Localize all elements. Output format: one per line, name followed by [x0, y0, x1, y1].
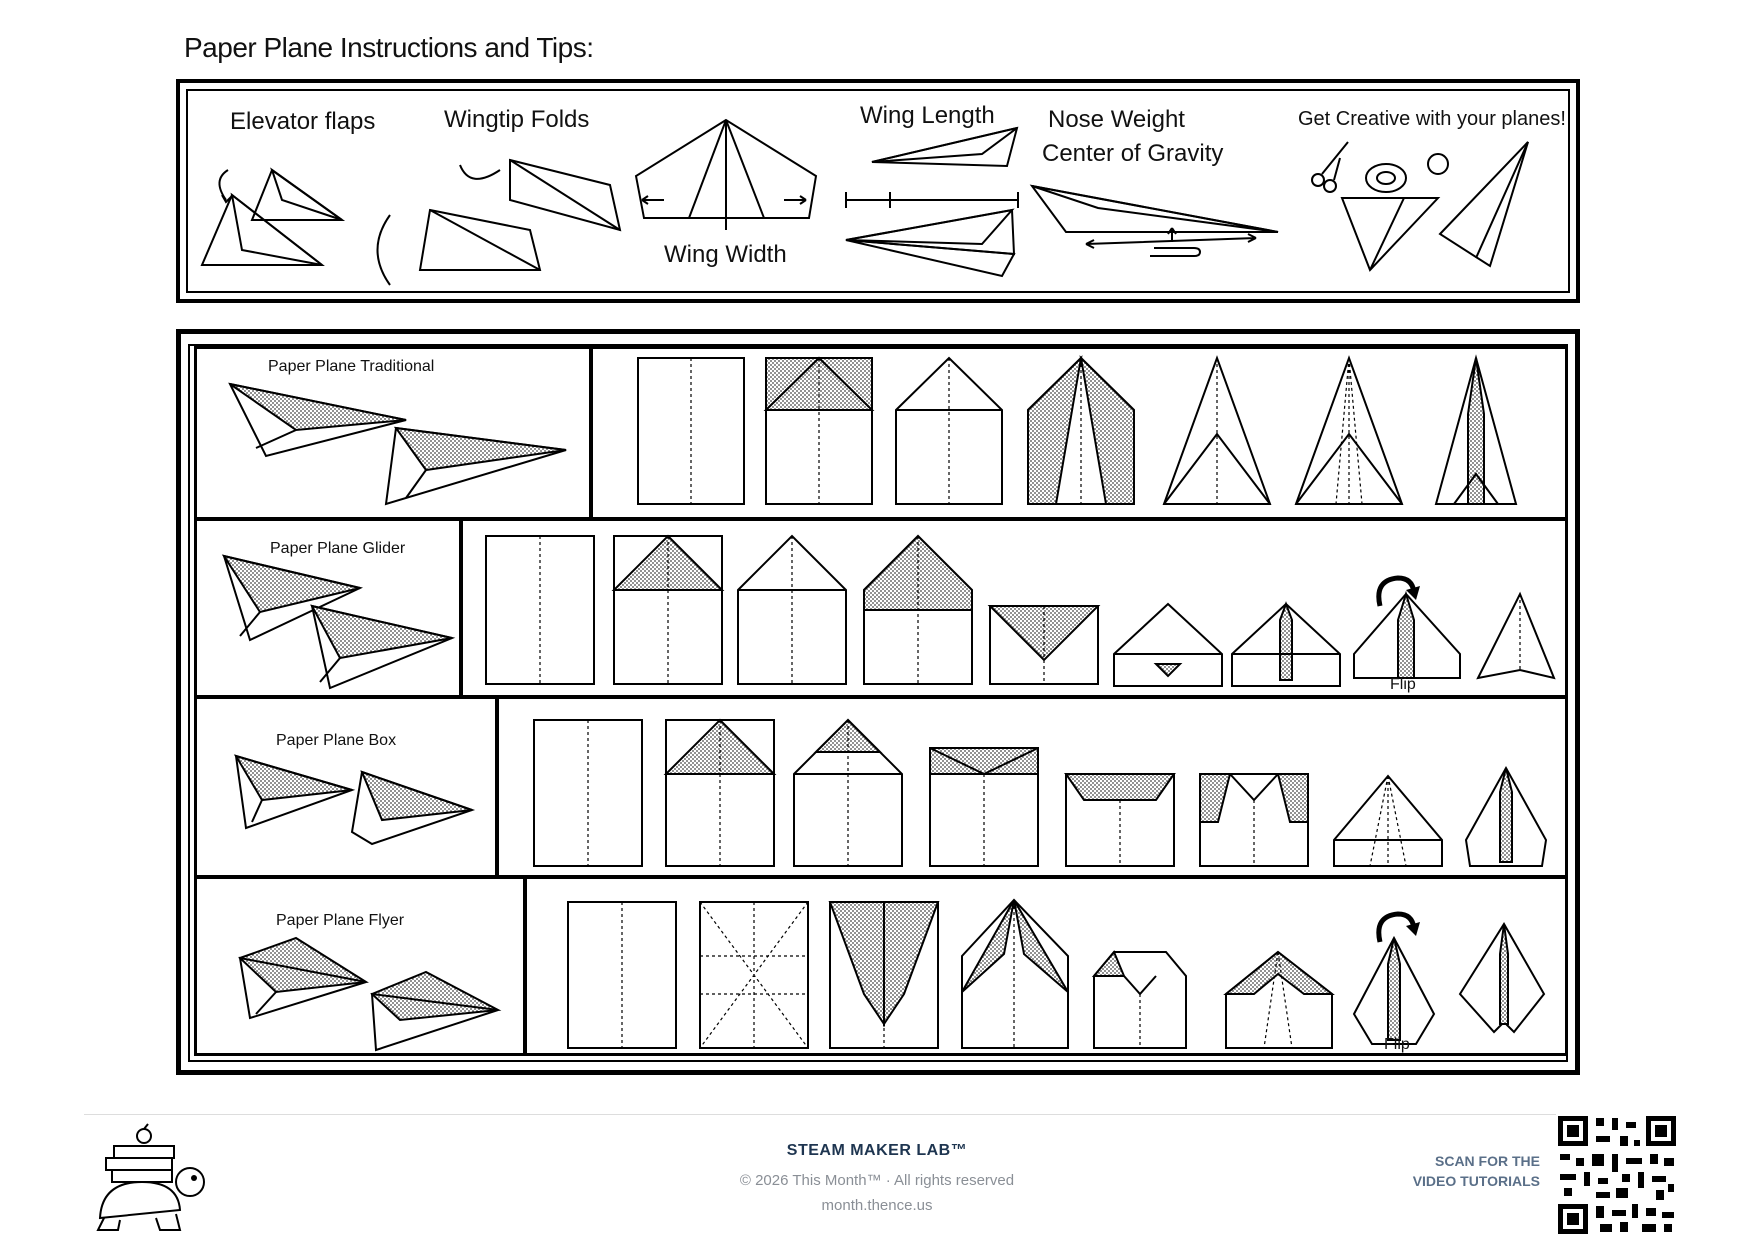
glider-title: Paper Plane Glider — [270, 540, 406, 557]
flyer-step-3 — [828, 901, 940, 1049]
box-title: Paper Plane Box — [276, 732, 397, 749]
box-step-8 — [1464, 765, 1548, 867]
center-of-gravity-label: Center of Gravity — [1042, 140, 1224, 167]
flyer-title: Paper Plane Flyer — [276, 912, 405, 929]
flyer-step-2 — [699, 901, 809, 1049]
creative-planes-illustration — [1311, 141, 1529, 272]
box-steps — [533, 718, 1548, 867]
get-creative-label: Get Creative with your planes! — [1298, 108, 1566, 130]
box-step-7 — [1333, 774, 1443, 867]
box-step-1 — [533, 719, 643, 867]
glider-step-5 — [987, 605, 1101, 685]
glider-step-4 — [863, 534, 973, 685]
traditional-step-2 — [763, 356, 875, 505]
glider-step-1 — [485, 535, 595, 685]
box-step-4 — [929, 747, 1039, 867]
wingtip-folds-label: Wingtip Folds — [444, 106, 590, 133]
flyer-flip-label: Flip — [1384, 1036, 1410, 1053]
wing-length-label: Wing Length — [860, 102, 995, 129]
traditional-step-6 — [1294, 355, 1404, 505]
scan-line-1: SCAN FOR THE — [1435, 1153, 1540, 1169]
traditional-steps — [637, 354, 1518, 505]
glider-step-7 — [1231, 601, 1341, 687]
flyer-steps-box — [524, 876, 1568, 1056]
glider-step-8 — [1353, 590, 1461, 679]
wing-width-label: Wing Width — [664, 241, 787, 268]
wing-width-illustration — [634, 118, 818, 230]
traditional-title: Paper Plane Traditional — [268, 358, 435, 375]
tape-icon — [1365, 163, 1407, 193]
glider-plane-drawing — [221, 554, 456, 690]
page-title: Paper Plane Instructions and Tips: — [184, 32, 594, 63]
steps-panel — [176, 329, 1580, 1075]
glider-step-9 — [1476, 591, 1556, 680]
flyer-step-1 — [567, 901, 677, 1049]
elevator-flaps-illustration — [200, 167, 346, 266]
flyer-step-4 — [961, 898, 1069, 1049]
turtle-mascot-icon — [96, 1123, 205, 1231]
flyer-step-5 — [1091, 950, 1187, 1049]
nose-weight-label: Nose Weight — [1048, 106, 1185, 133]
elevator-flaps-label: Elevator flaps — [230, 108, 376, 135]
brand-name: STEAM MAKER LAB™ — [786, 1142, 968, 1159]
glider-flip-label: Flip — [1390, 676, 1416, 693]
flyer-step-7 — [1352, 935, 1436, 1045]
glider-steps — [485, 534, 1556, 687]
box-step-6 — [1199, 773, 1309, 867]
traditional-step-1 — [637, 357, 745, 505]
glider-step-2 — [611, 534, 725, 685]
nose-weight-illustration — [1029, 184, 1279, 257]
rotate-arrow-icon — [1376, 911, 1420, 943]
traditional-plane-drawing — [228, 382, 567, 506]
flyer-step-8 — [1458, 922, 1546, 1034]
box-step-2 — [663, 718, 777, 867]
traditional-step-7 — [1434, 354, 1518, 505]
box-step-3 — [793, 718, 903, 867]
scan-prompt: SCAN FOR THE VIDEO TUTORIALS — [1330, 1151, 1540, 1191]
tips-panel — [176, 79, 1580, 303]
box-step-5 — [1064, 773, 1176, 867]
copyright-text: © 2026 This Month™ · All rights reserved — [739, 1172, 1015, 1189]
scissors-icon — [1311, 141, 1349, 193]
traditional-step-3 — [895, 356, 1003, 505]
qr-code-icon[interactable] — [1556, 1114, 1678, 1236]
traditional-step-5 — [1162, 355, 1272, 505]
wingtip-folds-illustration — [376, 158, 622, 286]
flyer-steps — [567, 898, 1546, 1049]
flyer-step-6 — [1223, 950, 1335, 1049]
footer-divider — [84, 1114, 1670, 1115]
glider-step-6 — [1113, 602, 1223, 687]
box-plane-drawing — [233, 754, 476, 846]
rotate-arrow-icon — [1376, 575, 1420, 607]
flyer-plane-drawing — [238, 936, 502, 1052]
wing-length-illustration — [845, 126, 1019, 278]
traditional-step-4 — [1027, 355, 1135, 505]
glider-step-3 — [737, 534, 847, 685]
website-link[interactable]: month.thence.us — [821, 1197, 933, 1214]
scan-line-2: VIDEO TUTORIALS — [1412, 1173, 1540, 1189]
